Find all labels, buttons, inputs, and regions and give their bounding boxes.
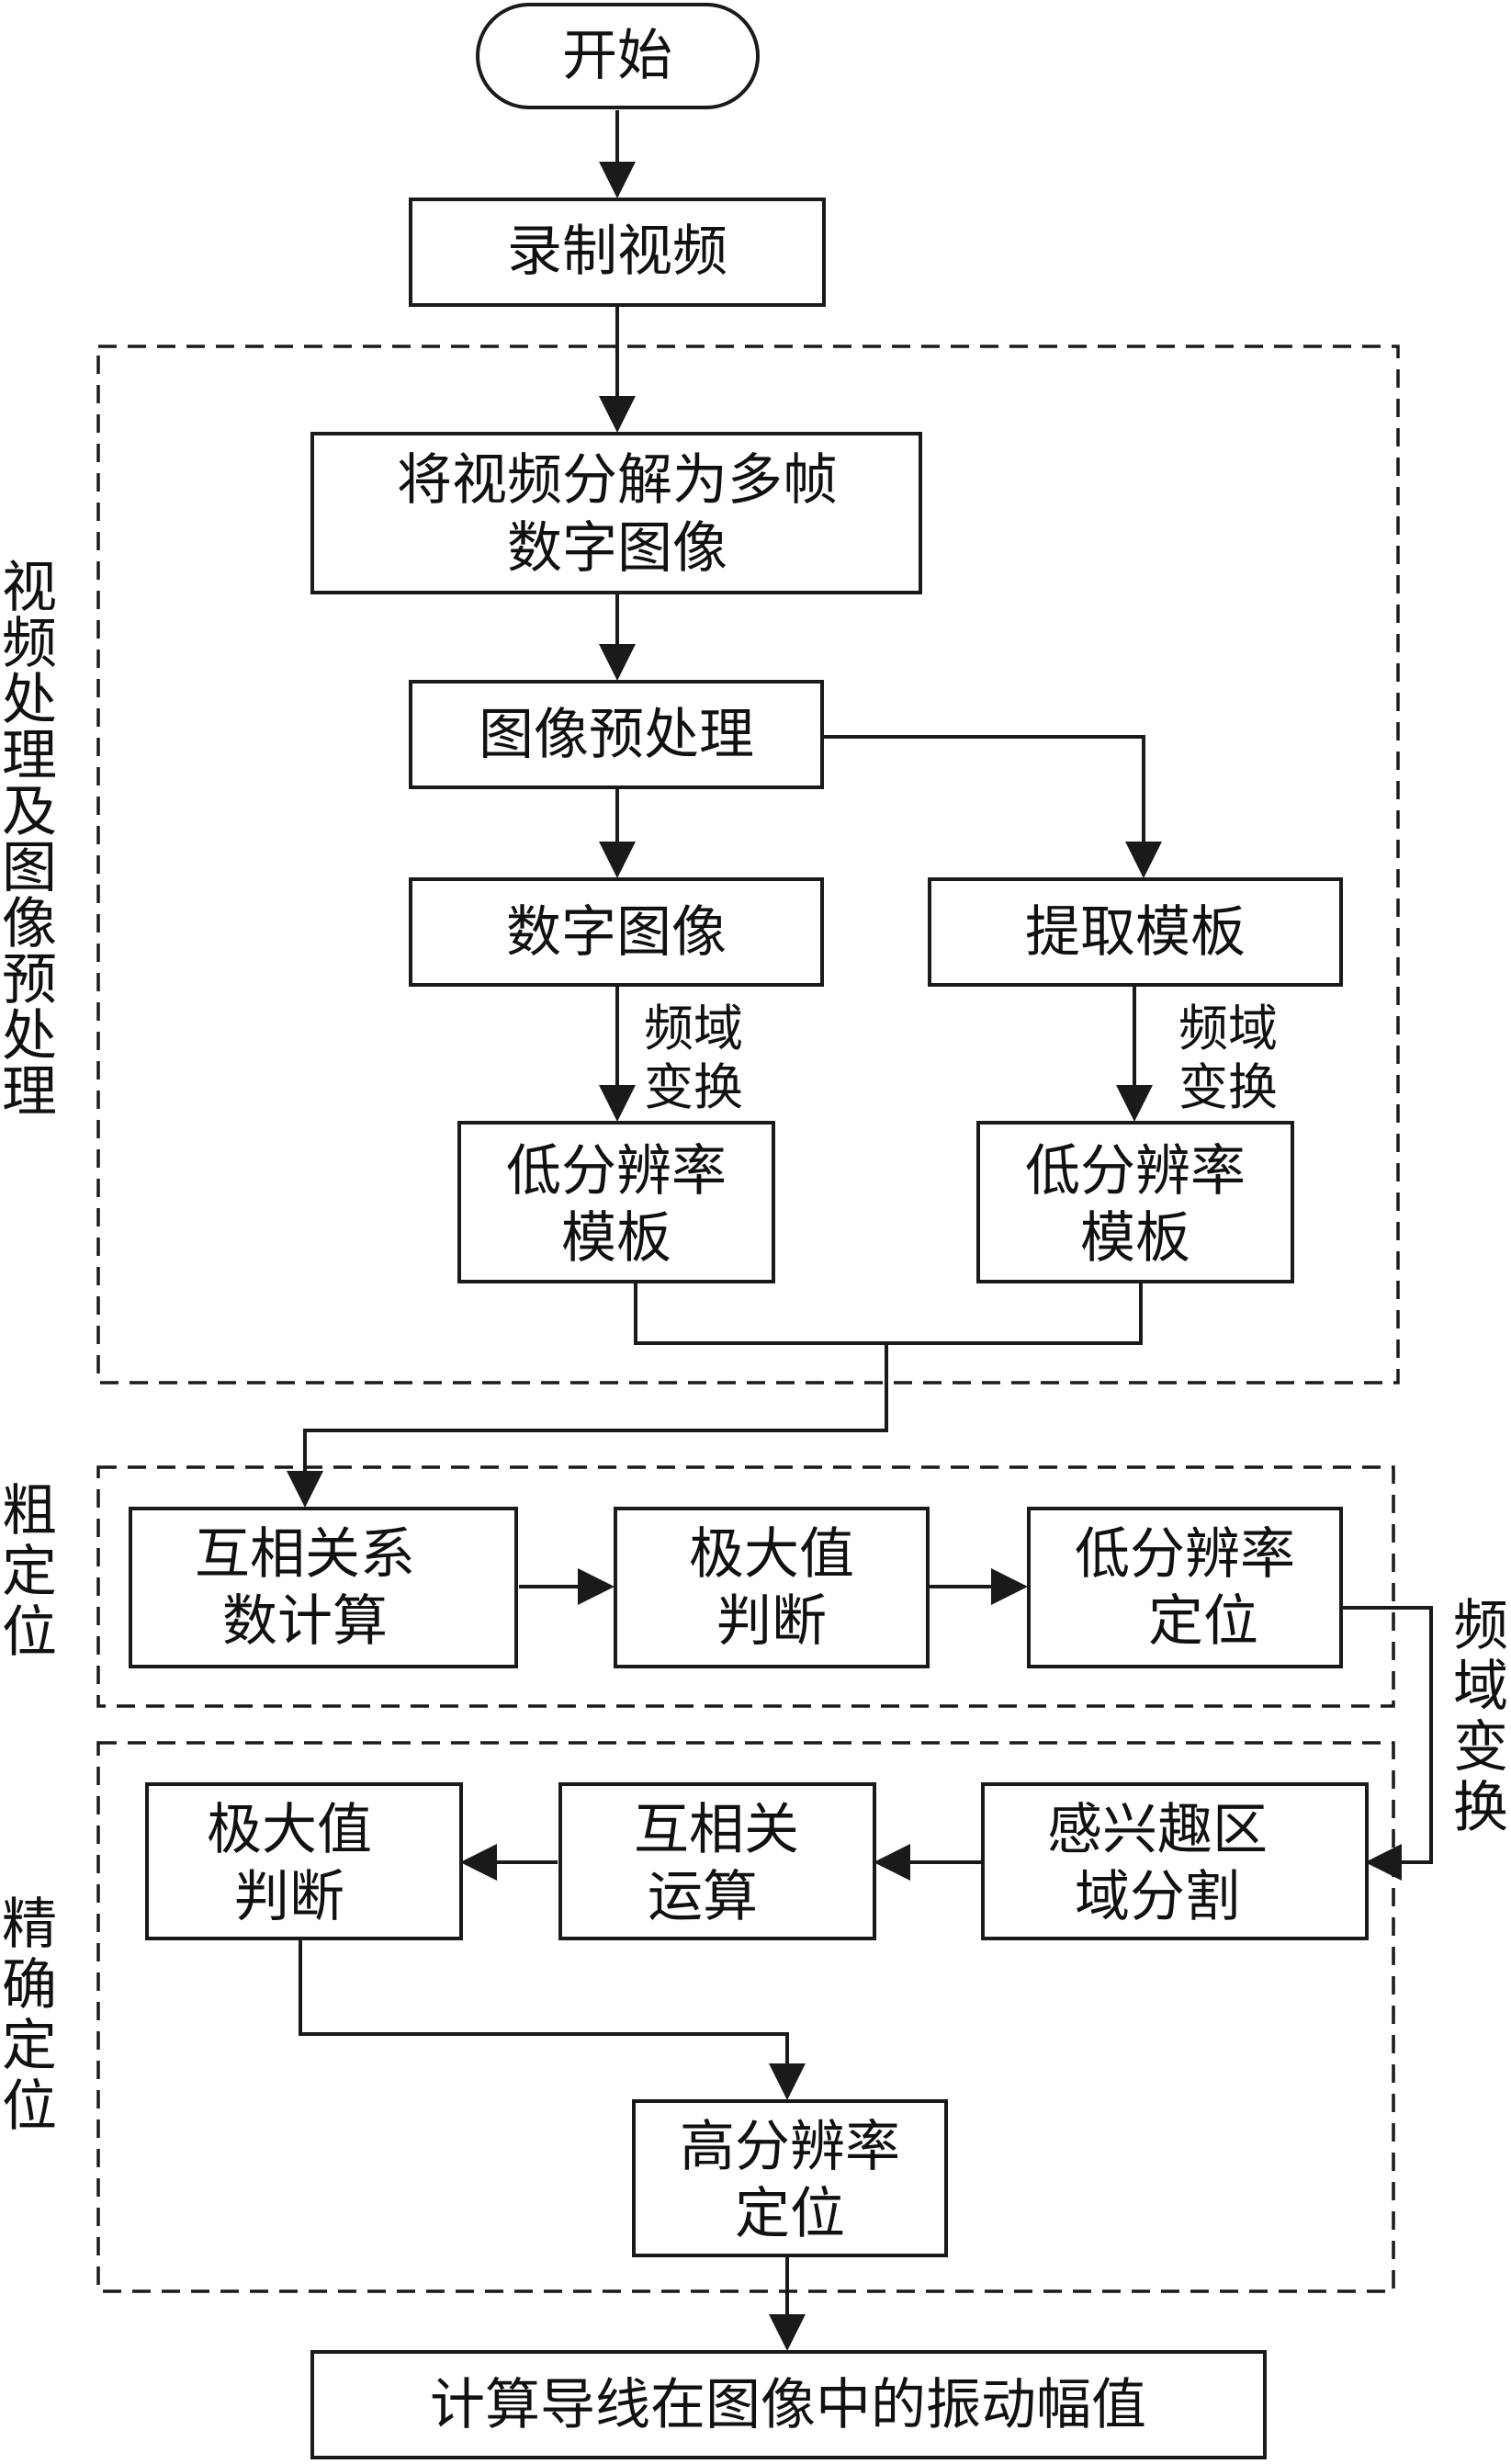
node-lowres-right-label-2: 模板	[1080, 1206, 1190, 1271]
node-digital-image-label: 数字图像	[506, 900, 727, 965]
node-lowres-right-label-1: 低分辨率	[1025, 1139, 1246, 1204]
node-result-label: 计算导线在图像中的振动幅值	[430, 2373, 1146, 2437]
node-decompose-video: 将视频分解为多帧 数字图像	[310, 432, 922, 594]
node-extract-template-label: 提取模板	[1025, 900, 1246, 965]
side-fine-char-0: 精	[2, 1893, 57, 1957]
node-roi-label-1: 感兴趣区	[1047, 1798, 1268, 1862]
node-image-preprocess: 图像预处理	[409, 680, 824, 789]
node-lowres-left-label-2: 模板	[561, 1206, 671, 1271]
node-result: 计算导线在图像中的振动幅值	[310, 2350, 1267, 2459]
side-video-char-7: 预	[2, 948, 57, 1012]
node-record-label: 录制视频	[507, 220, 727, 284]
node-preprocess-label: 图像预处理	[479, 703, 754, 767]
side-fine-char-1: 确	[2, 1953, 57, 2018]
side-video-char-6: 像	[2, 892, 57, 956]
side-label-coarse-locating: 粗定位	[2, 1479, 57, 1665]
edge-lowres-merge	[634, 1282, 1143, 1345]
node-start-label: 开始	[562, 24, 672, 88]
node-extract-template: 提取模板	[928, 877, 1343, 987]
node-decompose-label-1: 将视频分解为多帧	[397, 448, 838, 513]
side-video-char-9: 理	[2, 1060, 57, 1125]
side-fine-char-3: 位	[2, 2074, 57, 2139]
node-record-video: 录制视频	[409, 198, 826, 307]
node-start: 开始	[476, 3, 760, 109]
edge-label-fd-left-1: 频域	[644, 1000, 743, 1057]
node-lowres-template-right: 低分辨率 模板	[976, 1121, 1294, 1283]
edge-maxjudge-hireslocate	[299, 1938, 806, 2100]
node-decompose-label-2: 数字图像	[507, 516, 727, 581]
side-coarse-char-2: 位	[2, 1600, 57, 1665]
side-coarse-char-0: 粗	[2, 1479, 57, 1543]
side-video-char-8: 处	[2, 1004, 57, 1068]
node-roi-label-2: 域分割	[1075, 1865, 1240, 1929]
side-fd-char-3: 换	[1453, 1776, 1508, 1840]
node-hires-locate-label-1: 高分辨率	[680, 2115, 900, 2179]
node-hires-locate-label-2: 定位	[735, 2182, 845, 2246]
edge-merge-crosscorr	[287, 1343, 888, 1508]
side-fd-char-0: 频	[1453, 1594, 1508, 1658]
node-max-judge-bot-label-2: 判断	[234, 1865, 344, 1929]
group-coarse-locating	[96, 1465, 1395, 1708]
side-video-char-0: 视	[2, 556, 57, 620]
node-max-judge-top-label-2: 判断	[716, 1589, 827, 1654]
node-lowres-locate: 低分辨率 定位	[1027, 1507, 1343, 1668]
node-hires-locate: 高分辨率 定位	[632, 2099, 948, 2257]
side-video-char-2: 处	[2, 668, 57, 732]
edge-label-fd-right-1: 频域	[1178, 1000, 1278, 1057]
side-video-char-5: 图	[2, 836, 57, 900]
group-video-processing	[96, 345, 1400, 1385]
node-cross-op-label-2: 运算	[648, 1865, 758, 1929]
side-fd-char-1: 域	[1453, 1655, 1508, 1719]
side-fine-char-2: 定	[2, 2014, 57, 2078]
edge-label-fd-right-2: 变换	[1178, 1058, 1278, 1116]
node-lowres-template-left: 低分辨率 模板	[457, 1121, 775, 1283]
side-video-char-3: 理	[2, 724, 57, 788]
node-cross-op-label-1: 互相关	[634, 1798, 799, 1862]
node-lowres-left-label-1: 低分辨率	[506, 1139, 727, 1204]
node-digital-image: 数字图像	[409, 877, 824, 987]
edge-preprocess-extract	[822, 735, 1162, 878]
node-max-judge-fine: 极大值 判断	[145, 1782, 463, 1940]
node-cross-corr-label-1: 互相关系	[195, 1522, 415, 1587]
side-video-char-4: 及	[2, 780, 57, 844]
node-cross-correlation-op: 互相关 运算	[558, 1782, 876, 1940]
node-cross-corr-label-2: 数计算	[222, 1589, 388, 1654]
side-fd-char-2: 变	[1453, 1715, 1508, 1780]
group-fine-locating	[96, 1741, 1395, 2293]
node-lowres-locate-label-1: 低分辨率	[1075, 1522, 1295, 1587]
node-cross-correlation: 互相关系 数计算	[129, 1507, 518, 1668]
node-max-judge-coarse: 极大值 判断	[614, 1507, 930, 1668]
node-max-judge-top-label-1: 极大值	[689, 1522, 854, 1587]
node-roi-segmentation: 感兴趣区 域分割	[981, 1782, 1369, 1940]
node-max-judge-bot-label-1: 极大值	[207, 1798, 372, 1862]
side-video-char-1: 频	[2, 612, 57, 676]
edge-lowreslocate-roi	[1341, 1606, 1433, 1881]
edge-label-fd-left-2: 变换	[644, 1058, 743, 1116]
node-lowres-locate-label-2: 定位	[1148, 1589, 1258, 1654]
side-coarse-char-1: 定	[2, 1540, 57, 1604]
